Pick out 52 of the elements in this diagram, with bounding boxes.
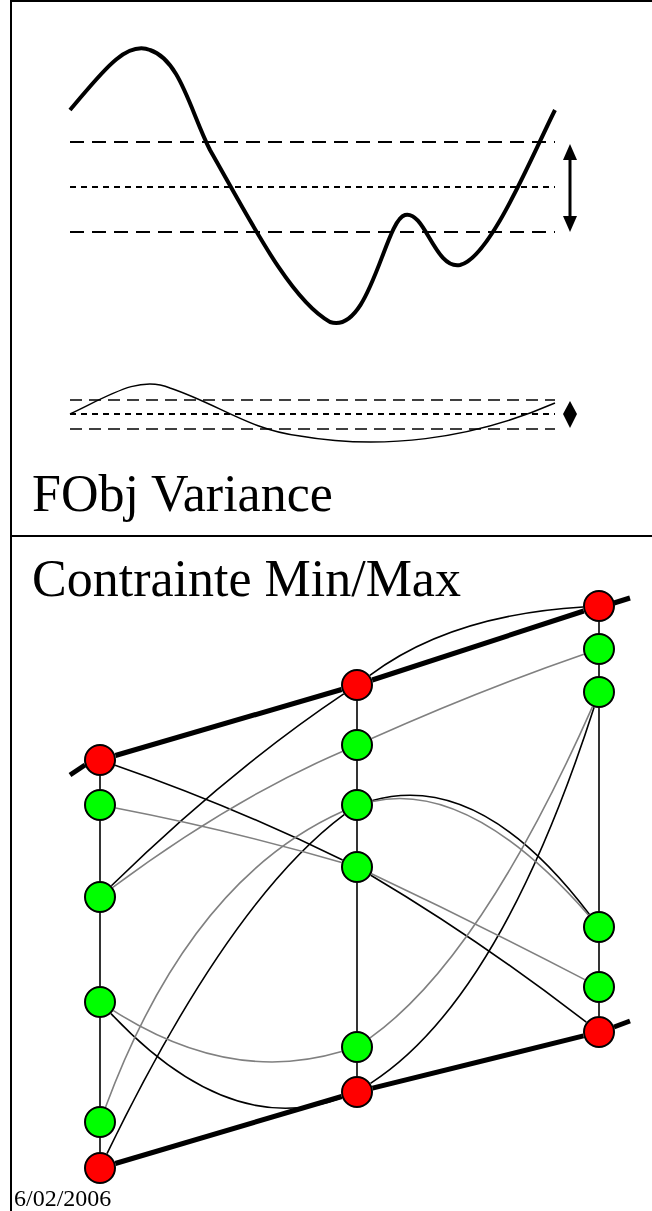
- date-text: 6/02/2006: [14, 1186, 112, 1210]
- curve-line: [104, 810, 344, 1108]
- curve-line: [356, 820, 358, 852]
- curve-line: [356, 700, 358, 730]
- bound-line: [114, 1094, 343, 1166]
- point-circle: [84, 986, 116, 1018]
- curve-line: [112, 750, 344, 889]
- curve-line: [356, 1062, 358, 1077]
- curve-line: [114, 764, 344, 861]
- curve-line: [598, 621, 600, 634]
- point-circle: [583, 971, 615, 1003]
- curve-line: [356, 760, 358, 790]
- curve-line: [370, 653, 585, 740]
- panel-title: Contrainte Min/Max: [32, 549, 461, 609]
- panel-title: FObj Variance: [32, 464, 333, 524]
- point-circle: [84, 1106, 116, 1138]
- bound-line: [114, 687, 343, 758]
- curve-line: [99, 820, 101, 882]
- point-circle: [583, 633, 615, 665]
- curve-line: [114, 807, 343, 864]
- curve-line: [110, 1012, 343, 1110]
- curve-line: [356, 882, 358, 1032]
- point-circle: [583, 911, 615, 943]
- point-circle: [84, 1152, 116, 1184]
- point-circle: [583, 676, 615, 708]
- curve-line: [370, 873, 586, 981]
- curve-line: [598, 1002, 600, 1017]
- curve-line: [99, 912, 101, 987]
- curve-line: [99, 1137, 101, 1153]
- point-circle: [341, 1076, 373, 1108]
- point-circle: [341, 1031, 373, 1063]
- panel-frame: [10, 0, 652, 535]
- point-circle: [341, 669, 373, 701]
- curve-line: [112, 1009, 343, 1063]
- panel-frame: [10, 535, 652, 1211]
- curve-line: [598, 942, 600, 972]
- curve-line: [370, 874, 588, 1023]
- curve-line: [598, 707, 600, 912]
- point-circle: [583, 1016, 615, 1048]
- curve-line: [106, 813, 345, 1155]
- curve-line: [110, 693, 345, 887]
- curve-line: [598, 664, 600, 677]
- point-circle: [341, 729, 373, 761]
- point-circle: [341, 851, 373, 883]
- point-circle: [583, 590, 615, 622]
- point-circle: [84, 744, 116, 776]
- bound-line: [371, 1033, 585, 1091]
- curve-line: [99, 775, 101, 790]
- point-circle: [84, 881, 116, 913]
- point-circle: [84, 789, 116, 821]
- curve-line: [99, 1017, 101, 1107]
- point-circle: [341, 789, 373, 821]
